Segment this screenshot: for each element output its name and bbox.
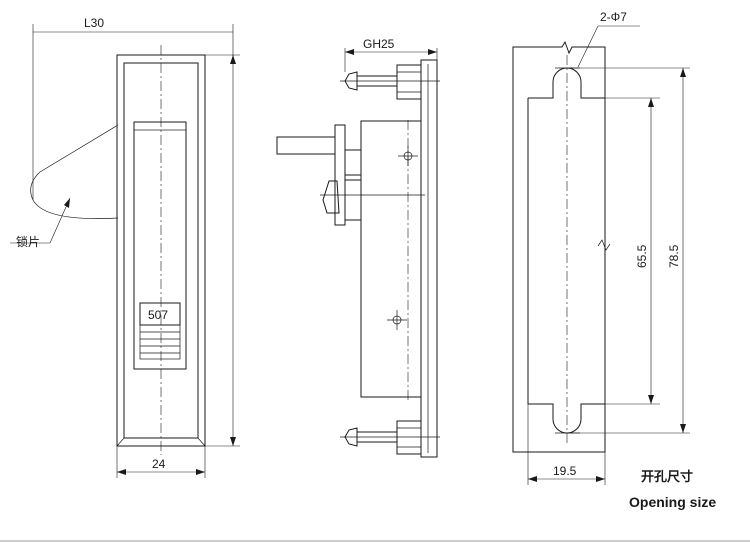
dim-24: 24 xyxy=(152,457,166,471)
lock-plate-label: 锁片 xyxy=(16,234,40,249)
front-view: 507 L30 24 锁片 xyxy=(10,16,240,478)
dim-65-5: 65.5 xyxy=(635,244,649,268)
dim-gh25: GH25 xyxy=(363,37,395,51)
dim-holes: 2-Φ7 xyxy=(600,10,627,24)
opening-view: 2-Φ7 65.5 78.5 19.5 xyxy=(512,10,690,485)
caption-chinese: 开孔尺寸 xyxy=(641,469,693,485)
model-label: 507 xyxy=(148,308,168,322)
dim-19-5: 19.5 xyxy=(553,464,577,478)
caption-english: Opening size xyxy=(629,494,716,510)
dim-l30: L30 xyxy=(84,16,104,30)
dim-78-5: 78.5 xyxy=(667,244,681,268)
side-view: GH25 xyxy=(276,37,440,458)
